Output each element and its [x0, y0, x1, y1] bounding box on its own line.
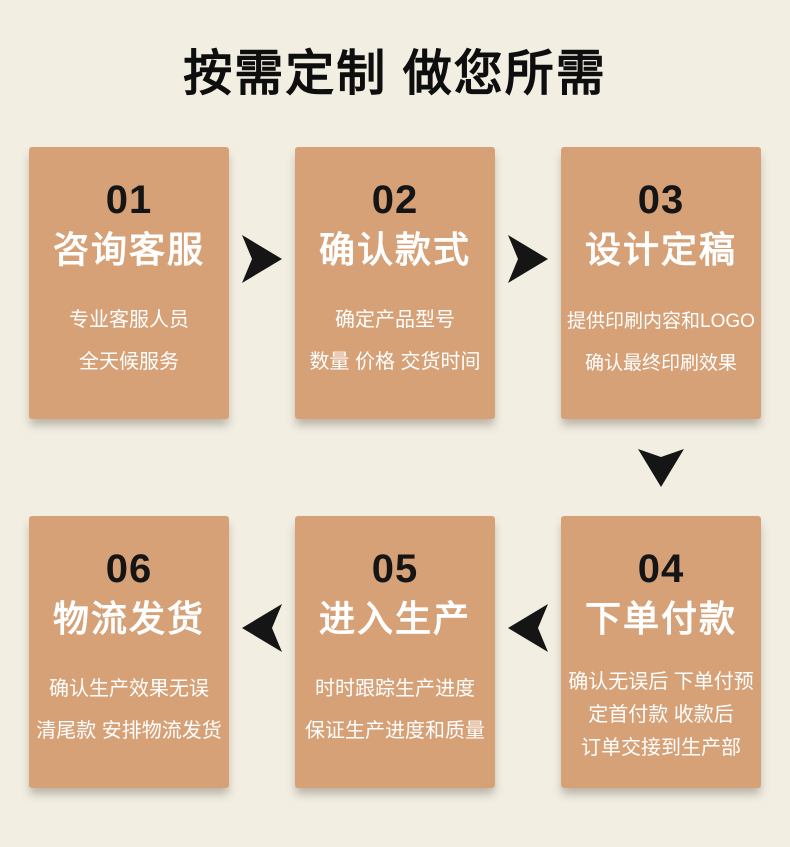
- step-description-line: 确定产品型号: [335, 309, 455, 331]
- step-description-line: 保证生产进度和质量: [305, 720, 485, 742]
- step-number: 01: [105, 178, 153, 222]
- flow-connector: [229, 147, 295, 283]
- step-title: 设计定稿: [584, 229, 737, 270]
- arrow-right-icon: [508, 235, 548, 283]
- flow-bottom-row: 06 物流发货 确认生产效果无误 清尾款 安排物流发货 05 进入生产 时时跟踪…: [29, 516, 761, 788]
- arrow-right-icon: [242, 235, 282, 283]
- step-description: 确定产品型号 数量 价格 交货时间: [309, 299, 480, 383]
- step-number: 02: [371, 178, 419, 222]
- step-description-line: 确认无误后 下单付预: [568, 671, 754, 693]
- step-description: 确认生产效果无误 清尾款 安排物流发货: [36, 668, 222, 752]
- step-description: 提供印刷内容和LOGO 确认最终印刷效果: [567, 301, 755, 385]
- step-description-line: 时时跟踪生产进度: [315, 678, 475, 700]
- step-number: 06: [105, 547, 153, 591]
- step-description-line: 订单交接到生产部: [581, 737, 741, 759]
- step-title: 进入生产: [318, 598, 471, 639]
- step-card-02: 02 确认款式 确定产品型号 数量 价格 交货时间: [295, 147, 495, 419]
- flow-top-row: 01 咨询客服 专业客服人员 全天候服务 02 确认款式 确定产品型号 数量 价…: [29, 147, 761, 419]
- flow-down-connector-row: [29, 419, 761, 516]
- step-title: 下单付款: [584, 598, 737, 639]
- step-title: 确认款式: [318, 229, 471, 270]
- step-description-line: 确认最终印刷效果: [584, 353, 737, 374]
- step-card-05: 05 进入生产 时时跟踪生产进度 保证生产进度和质量: [295, 516, 495, 788]
- flow-connector: [495, 147, 561, 283]
- step-description-line: 全天候服务: [79, 351, 179, 373]
- page-title: 按需定制 做您所需: [183, 47, 607, 101]
- step-description: 时时跟踪生产进度 保证生产进度和质量: [305, 668, 485, 752]
- step-description-line: 定首付款 收款后: [588, 704, 734, 726]
- step-card-03: 03 设计定稿 提供印刷内容和LOGO 确认最终印刷效果: [561, 147, 761, 419]
- step-card-04: 04 下单付款 确认无误后 下单付预 定首付款 收款后 订单交接到生产部: [561, 516, 761, 788]
- step-card-01: 01 咨询客服 专业客服人员 全天候服务: [29, 147, 229, 419]
- flow-connector: [561, 419, 761, 516]
- step-description: 专业客服人员 全天候服务: [69, 299, 189, 383]
- step-title: 咨询客服: [52, 229, 205, 270]
- flow-connector: [229, 516, 295, 652]
- step-description-line: 专业客服人员: [69, 309, 189, 331]
- step-description-line: 清尾款 安排物流发货: [36, 720, 222, 742]
- step-number: 04: [637, 547, 685, 591]
- flow-connector: [495, 516, 561, 652]
- step-card-06: 06 物流发货 确认生产效果无误 清尾款 安排物流发货: [29, 516, 229, 788]
- step-description: 确认无误后 下单付预 定首付款 收款后 订单交接到生产部: [568, 666, 754, 765]
- step-description-line: 数量 价格 交货时间: [309, 351, 481, 373]
- step-number: 05: [371, 547, 419, 591]
- arrow-left-icon: [242, 604, 282, 652]
- step-description-line: 确认生产效果无误: [49, 678, 209, 700]
- step-title: 物流发货: [52, 598, 205, 639]
- step-number: 03: [637, 178, 685, 222]
- step-description-line: 提供印刷内容和LOGO: [567, 311, 755, 332]
- arrow-down-icon: [638, 448, 684, 487]
- arrow-left-icon: [508, 604, 548, 652]
